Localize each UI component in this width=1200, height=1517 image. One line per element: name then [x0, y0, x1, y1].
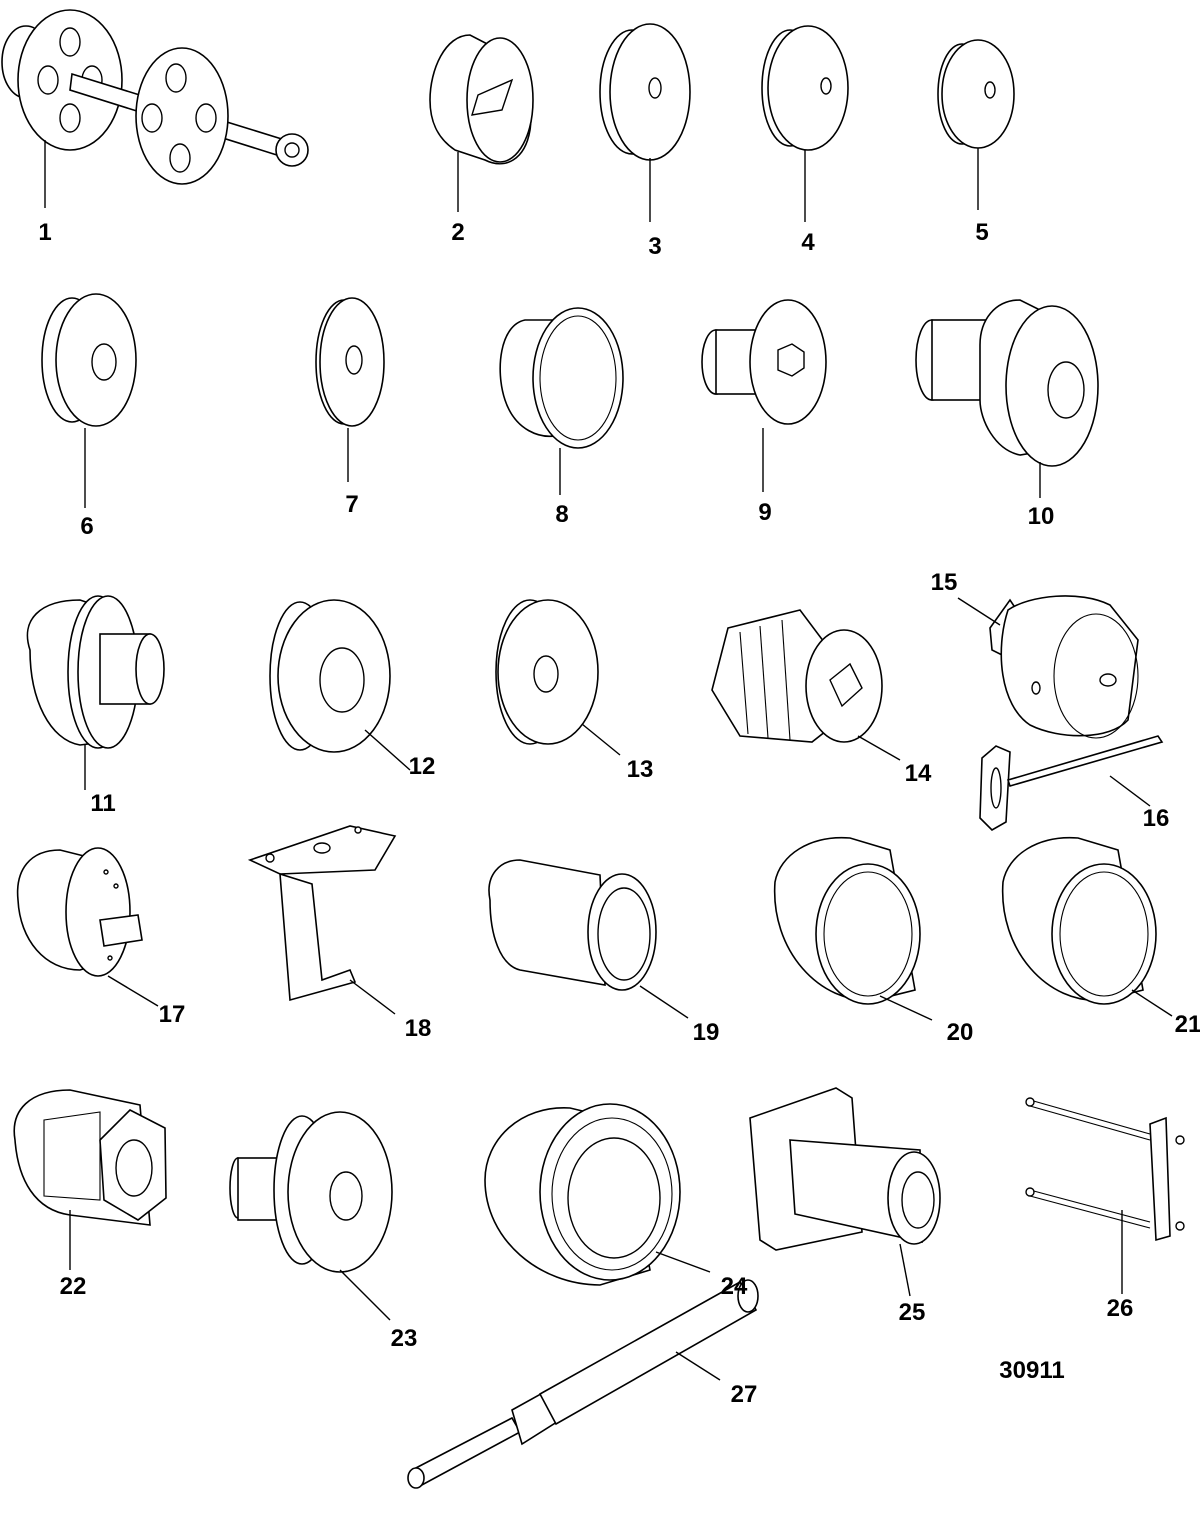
part-22-drawing: [13, 1089, 167, 1226]
callout-18: 18: [405, 1015, 432, 1042]
callout-25: 25: [899, 1299, 926, 1326]
part-8-drawing: [499, 307, 624, 449]
part-4-drawing: [761, 25, 849, 151]
part-25-drawing: [749, 1087, 941, 1251]
part-19-drawing: [488, 859, 657, 991]
callout-14: 14: [905, 760, 932, 787]
part-24-drawing: [484, 1103, 681, 1286]
callout-10: 10: [1028, 503, 1055, 530]
callout-26: 26: [1107, 1295, 1134, 1322]
part-9-drawing: [701, 299, 827, 425]
part-2-drawing: [429, 34, 534, 165]
part-18-drawing: [247, 825, 397, 1002]
callout-2: 2: [451, 219, 464, 246]
part-26-drawing: [1025, 1097, 1185, 1242]
part-7-drawing: [315, 297, 385, 427]
callout-6: 6: [80, 513, 93, 540]
callout-20: 20: [947, 1019, 974, 1046]
part-1-drawing: [1, 9, 309, 185]
part-16-drawing: [979, 735, 1164, 831]
part-3-drawing: [599, 23, 691, 161]
part-5-drawing: [937, 39, 1015, 149]
part-6-drawing: [41, 293, 137, 427]
part-20-drawing: [773, 836, 921, 1005]
callout-8: 8: [555, 501, 568, 528]
callout-4: 4: [801, 229, 815, 256]
figure-id: 30911: [999, 1357, 1064, 1384]
part-10-drawing: [915, 299, 1099, 467]
callout-9: 9: [758, 499, 771, 526]
callout-15: 15: [931, 569, 958, 596]
part-27-drawing: [407, 1279, 759, 1489]
callout-labels: 1 2 3 4 5 6 7 8 9 10 11 12 13 14 15 16 1…: [38, 219, 1200, 1408]
callout-13: 13: [627, 756, 654, 783]
callout-21: 21: [1175, 1011, 1200, 1038]
part-17-drawing: [16, 847, 143, 977]
callout-1: 1: [38, 219, 51, 246]
callout-22: 22: [60, 1273, 87, 1300]
callout-11: 11: [90, 790, 115, 817]
callout-16: 16: [1143, 805, 1170, 832]
callout-5: 5: [975, 219, 988, 246]
callout-3: 3: [648, 233, 661, 260]
callout-24: 24: [721, 1273, 748, 1300]
part-13-drawing: [495, 599, 599, 745]
callout-27: 27: [731, 1381, 758, 1408]
callout-12: 12: [409, 753, 436, 780]
part-11-drawing: [26, 595, 165, 749]
part-12-drawing: [269, 599, 391, 753]
callout-19: 19: [693, 1019, 720, 1046]
callout-7: 7: [345, 491, 358, 518]
part-23-drawing: [229, 1111, 393, 1273]
callout-23: 23: [391, 1325, 418, 1352]
part-14-drawing: [711, 609, 883, 743]
callout-17: 17: [159, 1001, 186, 1028]
part-21-drawing: [1001, 836, 1157, 1005]
part-15-drawing: [989, 595, 1139, 739]
